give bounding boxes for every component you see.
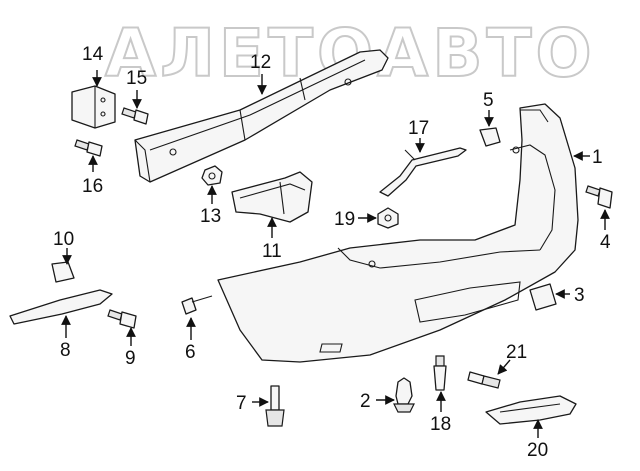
callout-7: 7 (236, 393, 247, 414)
part-1-bumper-cover (217, 103, 579, 363)
callout-15: 15 (126, 68, 147, 89)
callout-21: 21 (506, 342, 527, 363)
part-8-strip (9, 289, 113, 325)
part-18-bolt (433, 355, 447, 391)
part-13-nut (201, 165, 223, 186)
part-12-reinforcement-beam (134, 49, 389, 183)
part-19-nut (377, 207, 399, 229)
callout-13: 13 (200, 206, 221, 227)
callout-8: 8 (60, 340, 71, 361)
callout-14: 14 (82, 44, 104, 65)
part-9-bolt (107, 309, 137, 329)
callout-17: 17 (408, 118, 429, 139)
callout-19: 19 (334, 209, 355, 230)
callout-2: 2 (360, 391, 371, 412)
callout-20: 20 (527, 440, 548, 461)
callout-10: 10 (53, 229, 74, 250)
callout-4: 4 (600, 232, 611, 253)
part-10-clip (51, 261, 75, 283)
part-2-push-clip (393, 377, 415, 413)
callout-labels: 14 15 12 5 17 1 16 13 11 19 4 10 3 8 9 6… (53, 44, 611, 461)
part-16-bolt (74, 139, 103, 157)
part-3-clip (529, 283, 557, 311)
callout-6: 6 (185, 342, 196, 363)
part-21-bolt (467, 371, 501, 389)
callout-3: 3 (574, 285, 585, 306)
part-5-clip (479, 127, 501, 147)
part-6-screw (181, 295, 213, 315)
part-20-reflector (485, 395, 577, 425)
callout-16: 16 (82, 176, 103, 197)
part-14-bracket (71, 85, 116, 129)
callout-9: 9 (125, 348, 136, 369)
leader-lines (61, 70, 610, 438)
callout-5: 5 (483, 90, 494, 111)
callout-18: 18 (430, 414, 451, 435)
part-11-bracket (231, 171, 313, 223)
callout-1: 1 (592, 147, 603, 168)
part-7-bolt (265, 385, 285, 427)
part-17-strip (379, 147, 467, 197)
callout-11: 11 (262, 241, 282, 262)
callout-12: 12 (250, 52, 271, 73)
part-4-bolt (585, 185, 613, 209)
part-15-bolt (121, 107, 149, 125)
